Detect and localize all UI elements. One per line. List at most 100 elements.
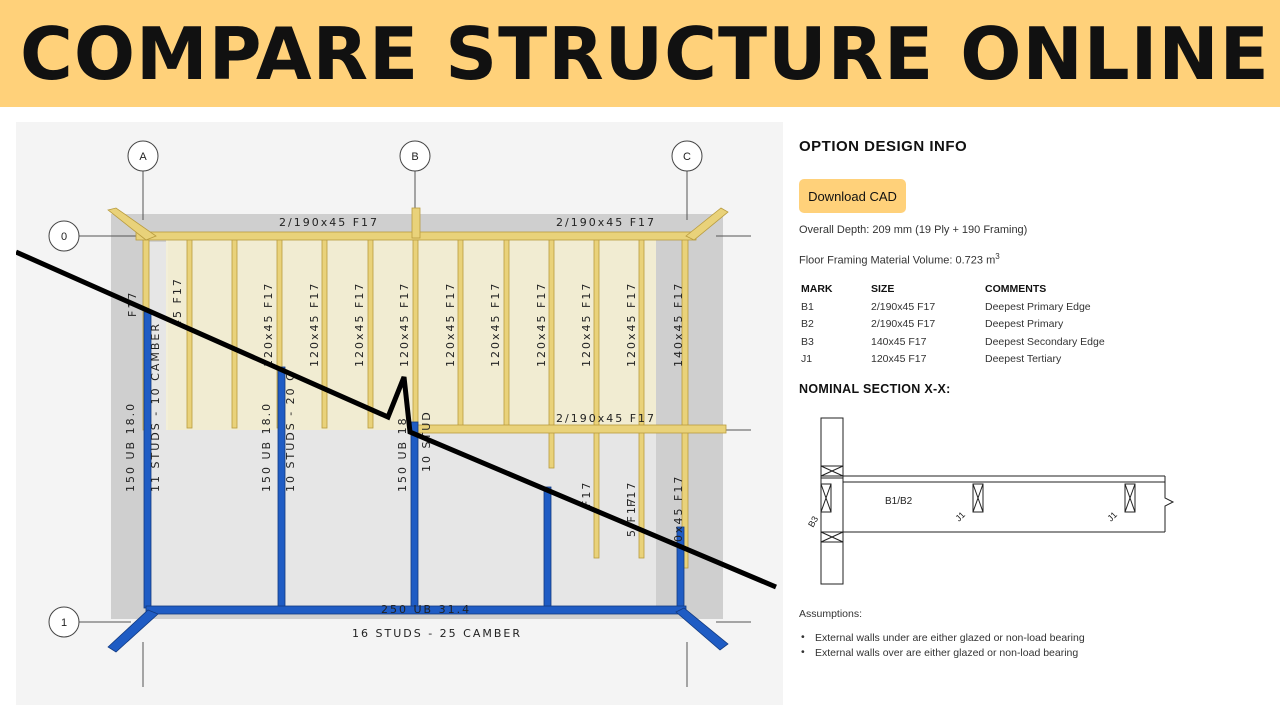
download-cad-button[interactable]: Download CAD [799,179,906,213]
grid-label-b: B [411,151,418,163]
joist [321,237,328,429]
mid-beam-label: 2/190x45 F17 [556,412,656,425]
table-cell: B3 [801,335,814,348]
bottom-beam-note: 16 STUDS - 25 CAMBER [352,627,522,640]
overall-depth: Overall Depth: 209 mm (19 Ply + 190 Fram… [799,224,1028,236]
table-cell: 120x45 F17 [871,353,927,366]
steel-corner-right [675,607,729,651]
column-note: 10 STUDS - 20 C [284,371,297,492]
joist-label: 120x45 F17 [398,282,411,367]
banner-title: COMPARE STRUCTURE ONLINE [20,12,1270,96]
grid-bubble-1 [48,606,80,638]
table-cell: Deepest Secondary Edge [985,335,1105,348]
joist [638,237,645,559]
material-volume-text: Floor Framing Material Volume: 0.723 m [799,254,996,267]
column-label: 150 UB 18 [396,416,409,492]
cross [820,483,832,513]
grid-bubbles: A B C 0 1 [48,140,703,638]
section-label-beam: B1/B2 [885,496,913,507]
structure-canvas: A B C 0 1 [16,140,777,687]
corner-beam-left [107,207,157,241]
joist-label: 120x45 F17 [489,282,502,367]
table-cell: B2 [801,318,814,331]
lower-joist-label: 0x45 F17 [672,475,685,542]
design-info-panel: OPTION DESIGN INFO Download CAD Overall … [799,122,1269,705]
table-row: B1 2/190x45 F17 Deepest Primary Edge [799,298,1133,316]
joist-label: 120x45 F17 [535,282,548,367]
mid-beam [415,424,727,434]
joist-label: 120x45 F17 [262,282,275,367]
table-row: B2 2/190x45 F17 Deepest Primary [799,316,1133,334]
grid-label-0: 0 [61,231,67,243]
section-label-joist: J1 [953,510,967,524]
joist [367,237,374,429]
cross [1124,483,1136,513]
joist [231,237,238,429]
break-line [16,249,777,590]
table-row: J1 120x45 F17 Deepest Tertiary [799,351,1133,369]
section-title: NOMINAL SECTION X-X: [799,382,951,396]
table-header: SIZE [871,283,895,295]
lower-joist-label: F17 [625,481,638,507]
blocking [820,531,844,543]
joist-label: 120x45 F17 [353,282,366,367]
wall-above [820,417,844,479]
joist [412,237,419,429]
section-break [1164,476,1175,532]
column-note: 11 STUDS - 10 CAMBER [149,322,162,492]
steel-members [107,311,729,653]
grid-label-a: A [139,151,147,163]
table-header: MARK [801,283,833,295]
nominal-section-diagram: B1/B2 B3 J1 J1 [806,417,1175,585]
joist [503,237,510,429]
lower-joist-label: F17 [580,481,593,507]
grid-bubble-c [671,140,703,172]
grid-label-1: 1 [61,617,67,629]
joist-label: 120x45 F17 [580,282,593,367]
column-labels: 150 UB 18.0 11 STUDS - 10 CAMBER 150 UB … [124,322,433,492]
grid-bubble-a [127,140,159,172]
table-cell: Deepest Tertiary [985,353,1062,366]
joist-label: 140x45 F17 [672,282,685,367]
joist-section [1124,483,1136,513]
assumptions-list: External walls under are either glazed o… [799,631,1085,662]
table-row: B3 140x45 F17 Deepest Secondary Edge [799,333,1133,351]
grid-bubble-0 [48,220,80,252]
joist [186,237,193,429]
table-cell: Deepest Primary Edge [985,300,1091,313]
table-cell: 2/190x45 F17 [871,300,936,313]
joist-label: 120x45 F17 [308,282,321,367]
section-label-edge: B3 [806,514,820,529]
edge-joist-section [820,483,832,513]
top-beam-label-right: 2/190x45 F17 [556,216,656,229]
column-label: 150 UB 18.0 [124,402,137,492]
lower-joist-label: 5 F17 [625,496,638,537]
section-label-joist: J1 [1105,510,1119,524]
joist [548,237,555,469]
joist-section [972,483,984,513]
bottom-beam-label: 250 UB 31.4 [381,603,471,616]
centre-beam-stub [411,207,421,239]
steel-corner-left [107,609,159,653]
structure-drawing: A B C 0 1 [16,122,783,705]
title-banner: COMPARE STRUCTURE ONLINE [0,0,1280,107]
timber-floor-fill [168,240,656,430]
table-cell: B1 [801,300,814,313]
table-header: COMMENTS [985,283,1047,295]
cross [820,531,844,543]
joist-label: 45 F17 [171,277,184,327]
grid-label-c: C [683,151,691,163]
table-cell: 140x45 F17 [871,335,927,348]
steel-column [410,421,419,609]
assumption-item: External walls over are either glazed or… [799,646,1085,662]
column-label: 150 UB 18.0 [260,402,273,492]
corner-beam-right [685,207,729,241]
wall-below [820,531,844,585]
edge-beam-b3 [820,477,844,533]
joist [457,237,464,429]
joist-label: 120x45 F17 [625,282,638,367]
table-cell: Deepest Primary [985,318,1064,331]
table-header-row: MARK SIZE COMMENTS [799,280,1133,298]
steel-column [543,486,552,610]
table-cell: 2/190x45 F17 [871,318,936,331]
